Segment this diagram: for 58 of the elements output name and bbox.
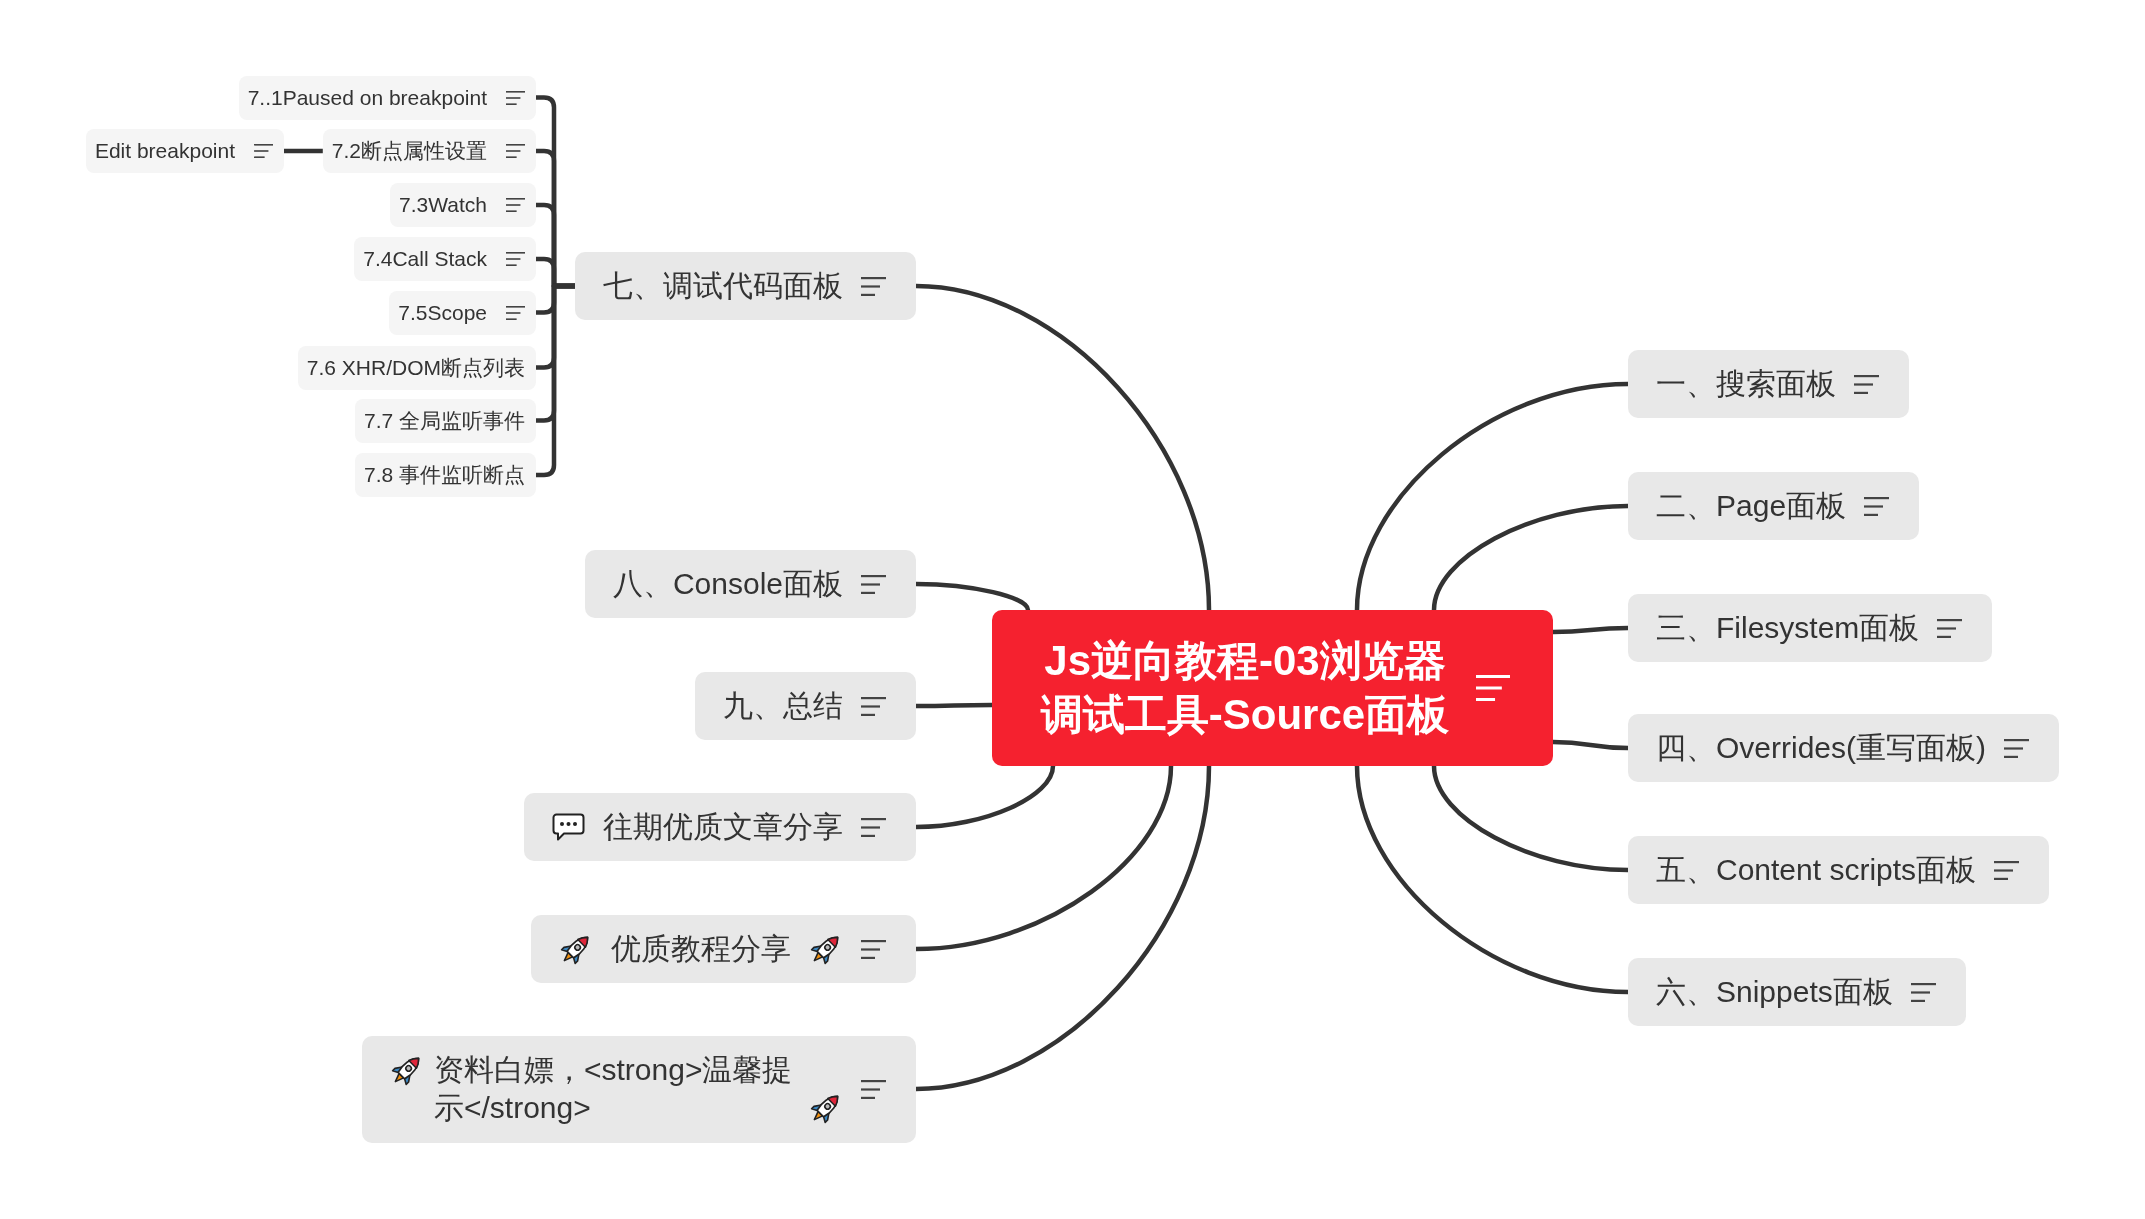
- topic-box: [1628, 594, 1993, 662]
- subtopic-box: [297, 345, 536, 390]
- topic-label: 七、调试代码面板: [603, 268, 843, 304]
- branch-line: [1552, 625, 1629, 635]
- topic-box: [524, 793, 916, 861]
- branch-line: [915, 765, 1174, 952]
- topic-label: 往期优质文章分享: [603, 809, 843, 845]
- topic-label: 六、Snippets面板: [1656, 974, 1893, 1010]
- branch-line: [1552, 739, 1629, 751]
- subtopic-label: 7.6 XHR/DOM断点列表: [306, 354, 525, 381]
- branch-line: [915, 765, 1212, 1092]
- subtopic-label: 7.2断点属性设置: [331, 138, 487, 164]
- branch-line: [1431, 765, 1629, 873]
- subtopic-box: [390, 183, 536, 227]
- topic-box: [1628, 714, 2059, 782]
- topic-box: [584, 550, 916, 618]
- subtopic-label: 7.5Scope: [398, 299, 487, 326]
- subtopic-label: 7.8 事件监听断点: [363, 462, 525, 488]
- subtopic-box: [389, 290, 536, 335]
- topic-label: 五、Content scripts面板: [1656, 852, 1977, 888]
- subtopic-label: 7..1Paused on breakpoint: [247, 84, 487, 111]
- topic-box: [531, 915, 916, 983]
- subtopic-box: [85, 129, 284, 173]
- branch-line: [915, 283, 1212, 611]
- subtopic-label: 7.4Call Stack: [363, 246, 487, 272]
- subtopic-box: [354, 398, 536, 443]
- central-topic: [992, 610, 1553, 766]
- subtopic-label: 7.3Watch: [399, 192, 487, 218]
- topic-box: [1628, 836, 2050, 904]
- branch-line: [284, 148, 323, 154]
- branch-line: [915, 765, 1056, 830]
- topic-label: 一、搜索面板: [1656, 366, 1836, 402]
- branch-line: [536, 283, 575, 478]
- topic-label: 九、总结: [723, 688, 843, 724]
- topic-box: [1628, 472, 1920, 540]
- branch-line: [915, 581, 1031, 611]
- branch-line: [916, 702, 992, 709]
- central-topic-title: Js逆向教程-03浏览器调试工具-Source面板: [1039, 636, 1451, 740]
- subtopic-label: 7.7 全局监听事件: [363, 407, 525, 434]
- subtopic-box: [354, 237, 536, 281]
- topic-label: 资料白嫖，<strong>温馨提示</strong>: [434, 1053, 793, 1124]
- topic-box: [1628, 958, 1966, 1026]
- topic-label: 三、Filesystem面板: [1656, 610, 1920, 646]
- branch-line: [1354, 765, 1629, 995]
- topic-box: [362, 1035, 916, 1143]
- branch-line: [1431, 503, 1629, 611]
- topic-label: 八、Console面板: [612, 566, 843, 602]
- branch-line: [1354, 381, 1629, 611]
- topic-box: [695, 672, 916, 740]
- topic-box: [1628, 350, 1909, 418]
- topic-label: 优质教程分享: [611, 931, 791, 967]
- topic-box: [575, 252, 916, 320]
- subtopic-box: [354, 453, 536, 497]
- subtopic-box: [238, 75, 536, 120]
- subtopic-label: Edit breakpoint: [94, 138, 235, 164]
- subtopic-box: [322, 129, 536, 173]
- topic-label: 二、Page面板: [1656, 488, 1847, 524]
- topic-label: 四、Overrides(重写面板): [1656, 730, 1986, 766]
